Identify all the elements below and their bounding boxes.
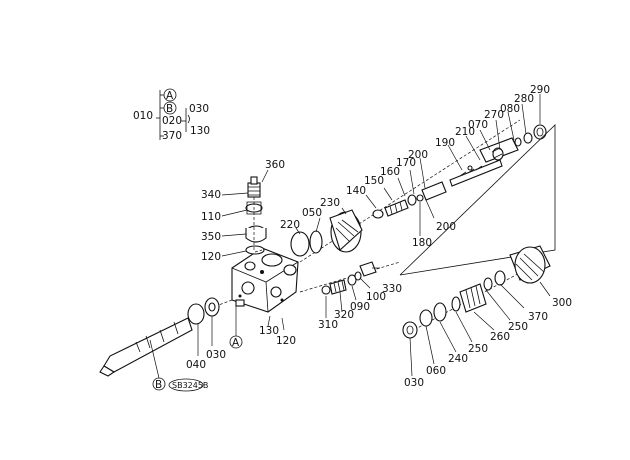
label-250: 250 [508,321,528,333]
valve-body [231,247,299,313]
circle-markers: A B [149,306,243,391]
label-110: 110 [201,211,221,223]
marker-a-label: A [232,337,240,349]
drawing-stamp: SB3245B [168,378,208,392]
legend-bottom: 370 [162,130,182,142]
label-350: 350 [201,231,221,243]
label-180: 180 [412,237,432,249]
legend-mid: 020 [162,115,182,127]
label-240: 240 [448,353,468,365]
label-100: 100 [366,291,386,303]
label-290: 290 [530,84,550,96]
part-labels: 360 340 110 350 120 220 050 230 140 150 … [186,84,572,389]
label-370: 370 [528,311,548,323]
label-120b: 120 [276,335,296,347]
label-200a: 200 [408,149,428,161]
relief-stack [245,176,267,255]
label-230: 230 [320,197,340,209]
legend-root: 010 [133,110,153,122]
label-050: 050 [302,207,322,219]
label-160: 160 [380,166,400,178]
label-170: 170 [396,157,416,169]
label-090: 090 [350,301,370,313]
label-260: 260 [490,331,510,343]
legend-right-bot: 130 [190,125,210,137]
legend-a-label: A [166,90,174,102]
label-200b: 200 [436,221,456,233]
label-140: 140 [346,185,366,197]
label-040: 040 [186,359,206,371]
label-320: 320 [334,309,354,321]
label-360: 360 [265,159,285,171]
label-080: 080 [500,103,520,115]
stamp-text: SB3245B [172,381,208,390]
spool-shaft [99,297,233,377]
label-190: 190 [435,137,455,149]
label-280: 280 [514,93,534,105]
lower-small-parts [299,261,401,295]
label-340: 340 [201,189,221,201]
label-120a: 120 [201,251,221,263]
legend-right-top: 030 [189,103,209,115]
upper-spool-assembly [290,119,547,263]
legend-tree: 010 A B 020 030 130 370 [133,88,210,142]
label-070: 070 [468,119,488,131]
label-330: 330 [382,283,402,295]
label-300: 300 [552,297,572,309]
label-310: 310 [318,319,338,331]
label-030a: 030 [206,349,226,361]
leader-lines [197,94,551,377]
label-060: 060 [426,365,446,377]
label-150: 150 [364,175,384,187]
label-130: 130 [259,325,279,337]
label-270: 270 [484,109,504,121]
label-210: 210 [455,126,475,138]
label-220: 220 [280,219,300,231]
label-250b: 250 [468,343,488,355]
legend-b-label: B [166,103,173,115]
label-030b: 030 [404,377,424,389]
marker-b-label: B [155,379,162,391]
lower-right-assembly [399,124,556,339]
